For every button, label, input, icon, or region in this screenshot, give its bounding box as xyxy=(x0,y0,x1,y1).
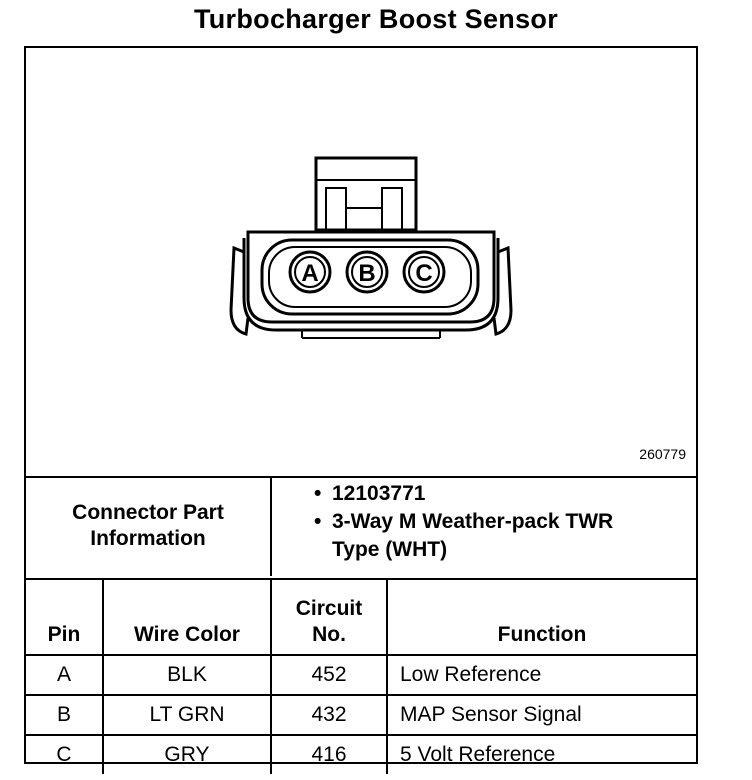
cell-function: Low Reference xyxy=(386,654,696,696)
connector-type-item: • 3-Way M Weather-pack TWR Type (WHT) xyxy=(272,508,692,564)
table-row: C GRY 416 5 Volt Reference xyxy=(26,734,696,774)
connector-type-line2: Type (WHT) xyxy=(332,538,448,561)
part-number: 12103771 xyxy=(332,482,426,505)
header-wire-color: Wire Color xyxy=(102,578,272,656)
cell-function: 5 Volt Reference xyxy=(386,734,696,774)
connector-type-line1: 3-Way M Weather-pack TWR xyxy=(332,510,614,533)
connector-info-row: Connector Part Information • 12103771 • … xyxy=(26,476,696,580)
header-pin: Pin xyxy=(26,578,104,656)
sensor-frame: A B C 260779 Connector Part Information … xyxy=(24,46,698,774)
cell-function: MAP Sensor Signal xyxy=(386,694,696,736)
part-number-item: • 12103771 xyxy=(272,480,692,508)
table-row: A BLK 452 Low Reference xyxy=(26,654,696,696)
connector-part-label: Connector Part Information xyxy=(26,476,272,576)
bullet: • xyxy=(314,482,322,505)
pin-a-letter: A xyxy=(301,260,318,287)
cell-circuit: 432 xyxy=(270,694,388,736)
pin-c-terminal: C xyxy=(402,250,446,294)
pin-a-terminal: A xyxy=(288,250,332,294)
header-circuit-line1: Circuit xyxy=(295,597,363,620)
pin-c-letter: C xyxy=(415,260,432,287)
pin-b-terminal: B xyxy=(345,250,389,294)
header-circuit-no: Circuit No. xyxy=(270,578,388,656)
pin-b-letter: B xyxy=(358,260,375,287)
cell-wire-color: GRY xyxy=(102,734,272,774)
cell-wire-color: BLK xyxy=(102,654,272,696)
connector-latch xyxy=(314,156,418,232)
pinout-table: Pin Wire Color Circuit No. Function A BL… xyxy=(26,578,696,774)
cell-wire-color: LT GRN xyxy=(102,694,272,736)
table-header-row: Pin Wire Color Circuit No. Function xyxy=(26,578,696,656)
connector-label-line1: Connector Part xyxy=(72,501,224,524)
cell-pin: C xyxy=(26,734,104,774)
cell-circuit: 452 xyxy=(270,654,388,696)
header-function: Function xyxy=(386,578,696,656)
connector-diagram: A B C 260779 xyxy=(26,48,696,478)
diagram-title: Turbocharger Boost Sensor xyxy=(193,4,559,34)
connector-housing xyxy=(242,238,500,332)
cell-pin: A xyxy=(26,654,104,696)
figure-id: 260779 xyxy=(639,446,686,462)
table-row: B LT GRN 432 MAP Sensor Signal xyxy=(26,694,696,736)
connector-label-line2: Information xyxy=(90,527,206,550)
connector-drawing: A B C xyxy=(229,156,513,339)
terminal-cavity xyxy=(260,238,480,316)
cell-pin: B xyxy=(26,694,104,736)
header-circuit-line2: No. xyxy=(312,623,346,646)
connector-part-info: • 12103771 • 3-Way M Weather-pack TWR Ty… xyxy=(272,480,692,564)
cell-circuit: 416 xyxy=(270,734,388,774)
bullet: • xyxy=(314,510,322,533)
